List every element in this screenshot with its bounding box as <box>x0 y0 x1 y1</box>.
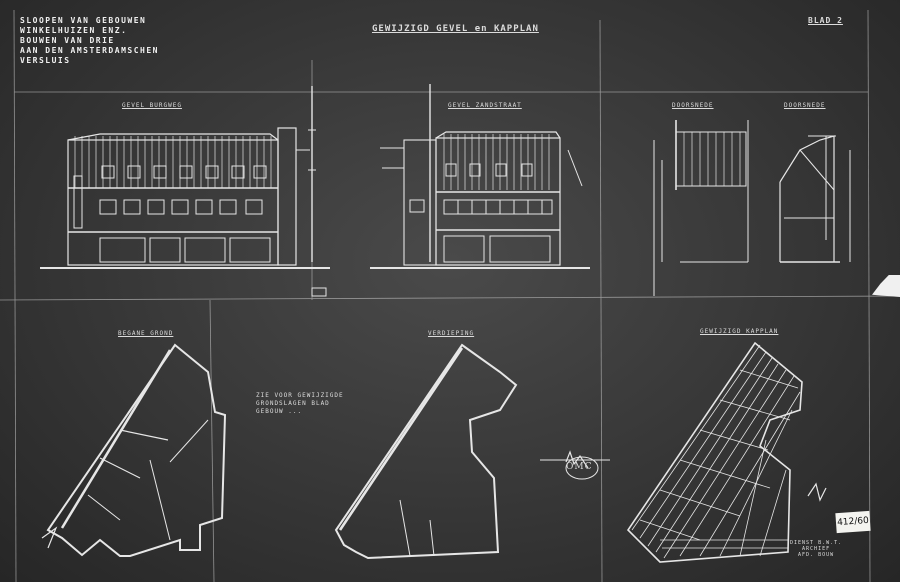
center-note: ZIE VOOR GEWIJZIGDE GRONDSLAGEN BLAD GEB… <box>256 392 344 416</box>
label-upper-floor: VERDIEPING <box>428 330 475 337</box>
front-elevation <box>40 86 330 269</box>
center-note-line: GRONDSLAGEN BLAD <box>256 400 330 407</box>
sheet-title: GEWIJZIGD GEVEL en KAPPLAN <box>372 24 539 34</box>
archive-line: ARCHIEF <box>802 546 831 552</box>
title-block-line: WINKELHUIZEN ENZ. <box>20 26 128 35</box>
title-block: SLOOPEN VAN GEBOUWEN WINKELHUIZEN ENZ. B… <box>14 12 274 65</box>
signature: OMC <box>566 462 593 472</box>
sheet-id-sticker: 412/60 <box>835 510 871 534</box>
archive-line: DIENST B.W.T. <box>790 540 843 546</box>
title-block-line: SLOOPEN VAN GEBOUWEN <box>20 16 147 25</box>
label-roof-plan: GEWIJZIGD KAPPLAN <box>700 328 779 335</box>
title-block-line: VERSLUIS <box>20 56 71 65</box>
title-block-line: AAN DEN AMSTERDAMSCHEN <box>20 46 159 55</box>
archive-line: AFD. BOUW <box>798 552 835 558</box>
sheet-number: BLAD 2 <box>808 16 843 25</box>
center-note-line: GEBOUW ... <box>256 408 303 415</box>
label-section-b: DOORSNEDE <box>784 102 826 109</box>
archive-stamp: DIENST B.W.T. ARCHIEF AFD. BOUW <box>790 540 842 558</box>
side-elevation <box>370 84 590 269</box>
center-note-line: ZIE VOOR GEWIJZIGDE <box>256 392 344 399</box>
section-drawings <box>653 120 851 296</box>
ground-floor-plan <box>46 343 227 557</box>
fold-lines <box>0 9 900 582</box>
roof-plan <box>626 341 803 563</box>
title-block-line: BOUWEN VAN DRIE <box>20 36 115 45</box>
label-front-elevation: GEVEL BURGWEG <box>122 102 182 109</box>
label-section-a: DOORSNEDE <box>672 102 714 109</box>
label-ground-floor: BEGANE GROND <box>118 330 174 337</box>
label-side-elevation: GEVEL ZANDSTRAAT <box>448 102 522 109</box>
upper-floor-plan <box>334 343 518 560</box>
annotations <box>41 287 827 549</box>
